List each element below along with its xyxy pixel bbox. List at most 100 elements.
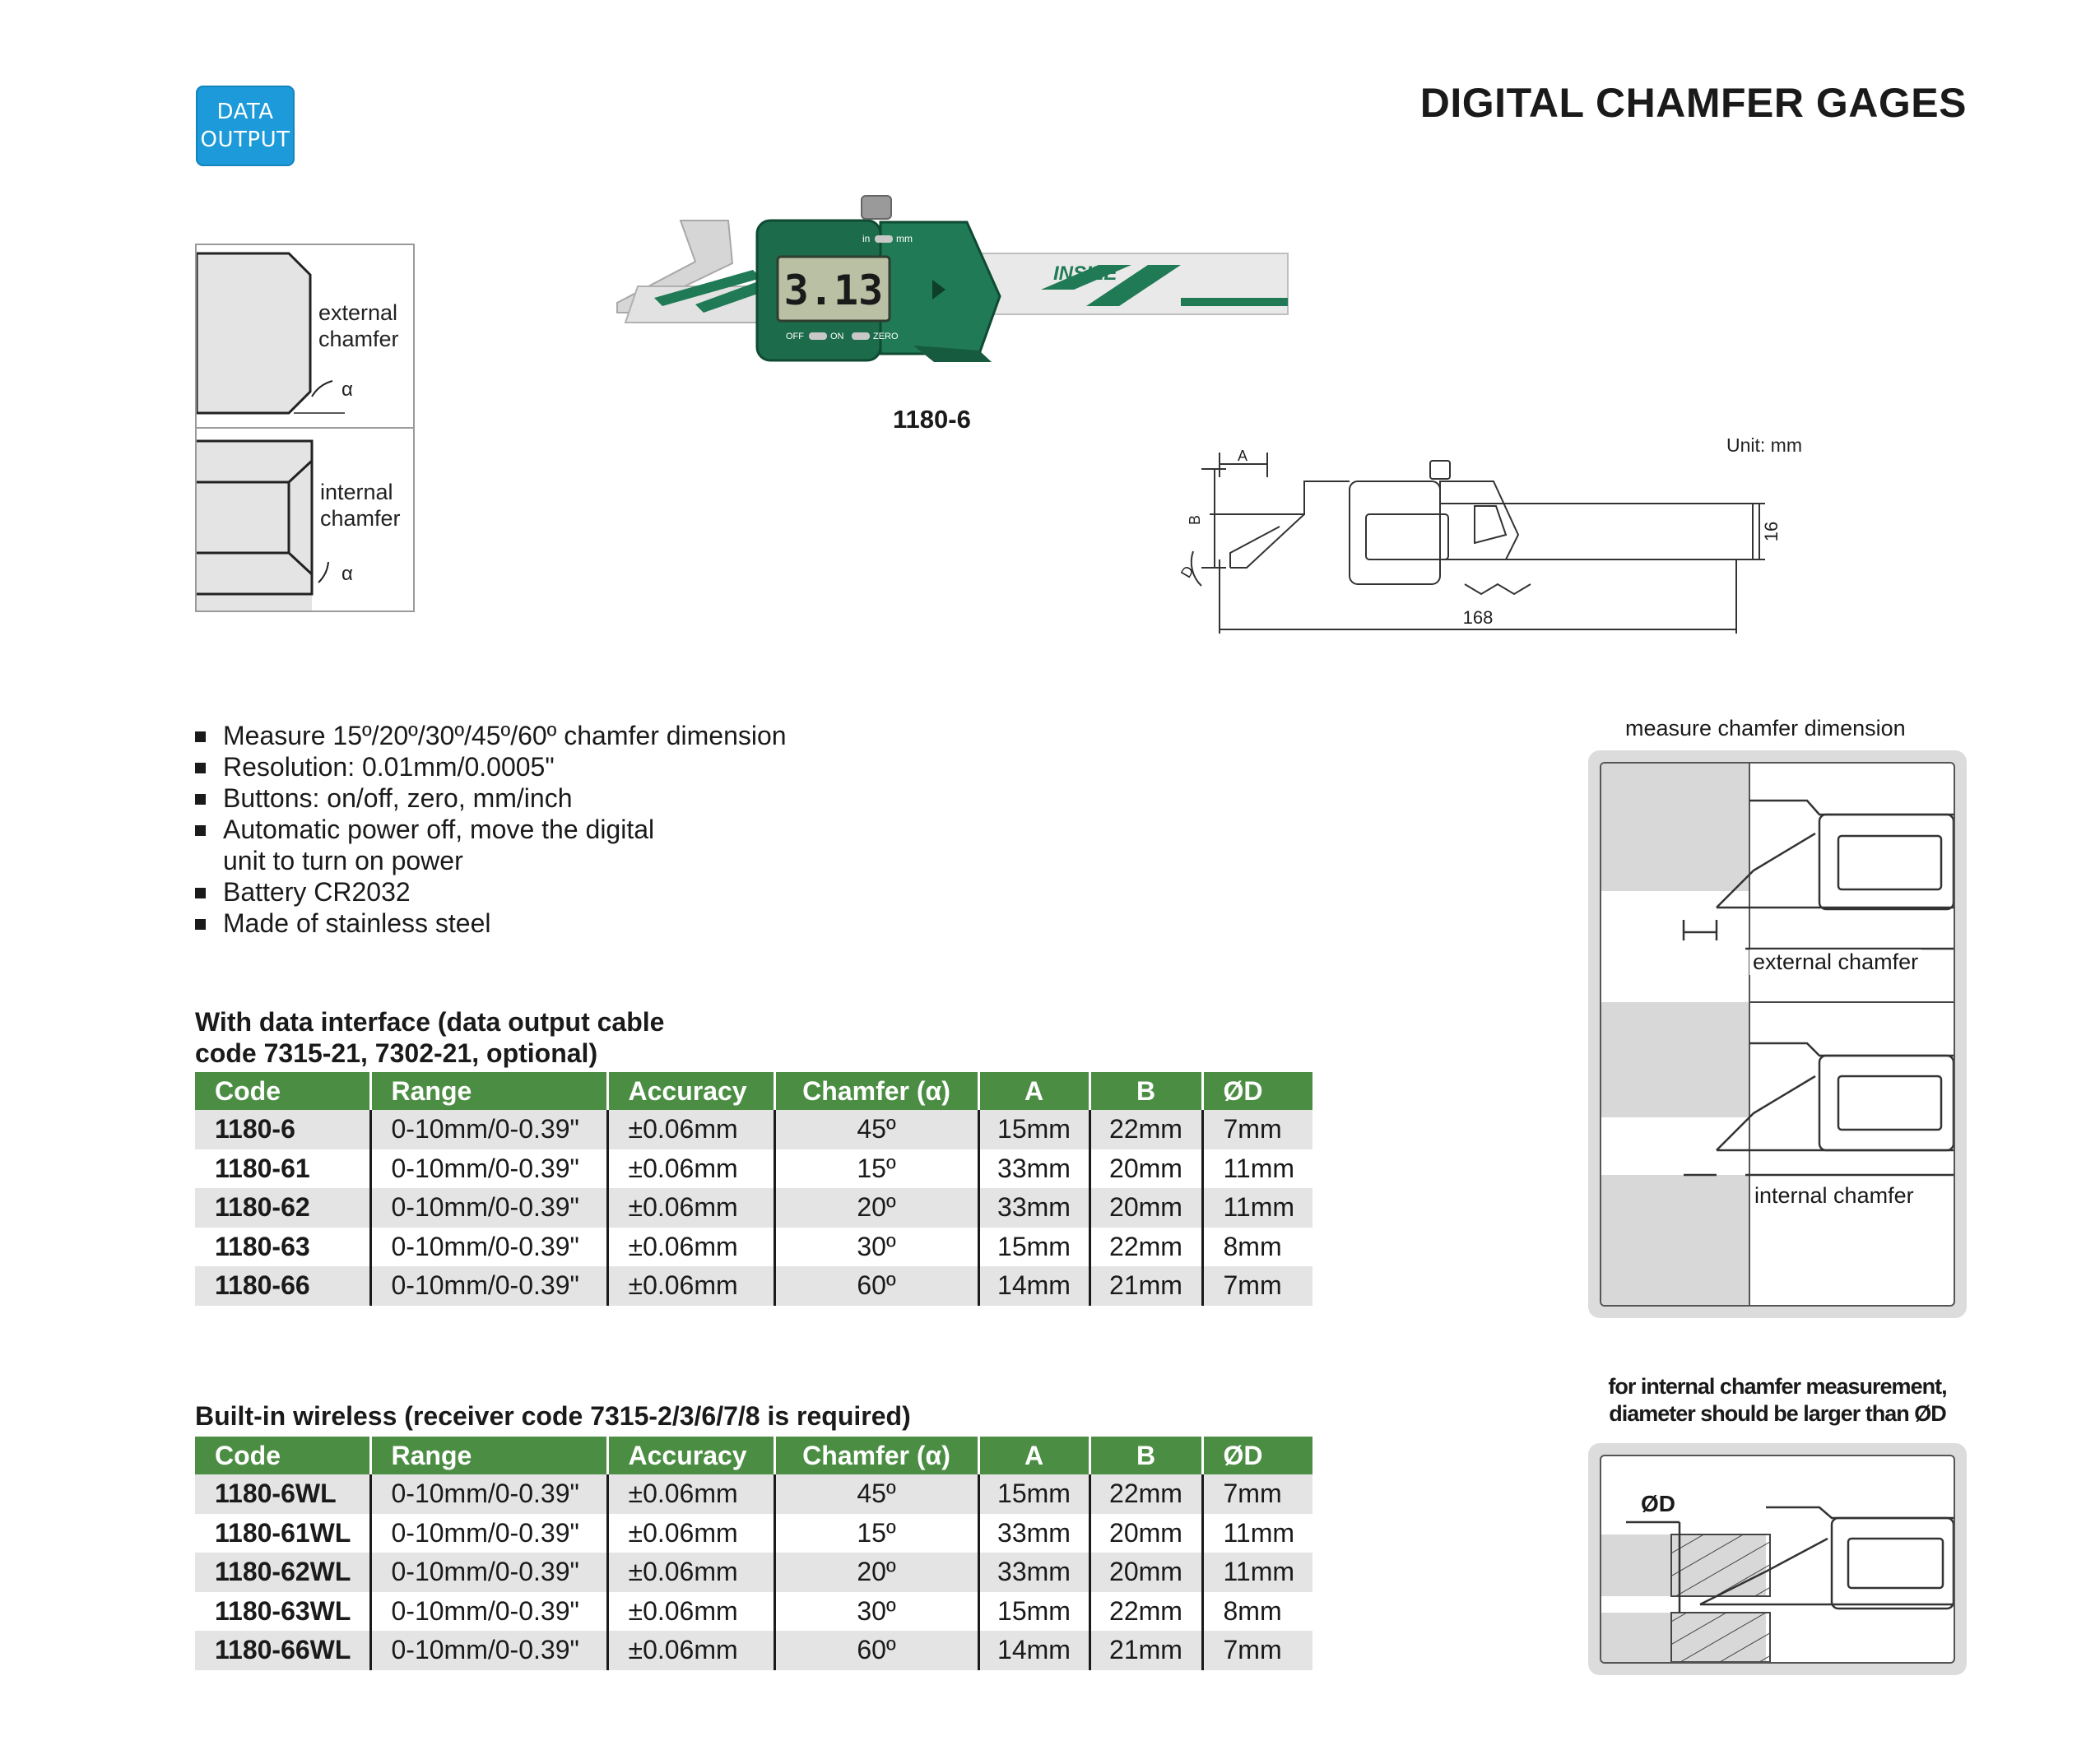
dim-length-label: 168 <box>1463 607 1494 628</box>
table-cell: 1180-61WL <box>195 1513 372 1553</box>
internal-chamfer-caption: internal chamfer <box>1751 1183 1917 1209</box>
header-code: Code <box>195 1437 372 1474</box>
diameter-note-line-2: diameter should be larger than ØD <box>1609 1401 1947 1426</box>
table-cell: 1180-66 <box>195 1266 372 1306</box>
feature-item: Resolution: 0.01mm/0.0005" <box>195 751 787 782</box>
table-cell: 0-10mm/0-0.39" <box>370 1591 609 1631</box>
on-label: ON <box>830 332 844 341</box>
header-diameter: ØD <box>1202 1437 1312 1474</box>
chamfer-key-diagram: external chamfer α internal chamfer α <box>195 244 415 612</box>
page-title: DIGITAL CHAMFER GAGES <box>1419 80 1967 126</box>
header-chamfer: Chamfer (α) <box>774 1072 980 1110</box>
table-cell: 60º <box>774 1631 980 1670</box>
table-cell: 0-10mm/0-0.39" <box>370 1553 609 1592</box>
header-range: Range <box>370 1437 609 1474</box>
external-label-line-1: external <box>318 300 398 325</box>
table-cell: 60º <box>774 1266 980 1306</box>
feature-item: Battery CR2032 <box>195 876 787 908</box>
table-cell: 15º <box>774 1513 980 1553</box>
external-chamfer-label: external chamfer <box>318 299 399 352</box>
table-cell: 0-10mm/0-0.39" <box>370 1266 609 1306</box>
table-cell: 22mm <box>1089 1110 1204 1149</box>
bullet-square-icon <box>195 794 206 805</box>
feature-item: Buttons: on/off, zero, mm/inch <box>195 782 787 814</box>
feature-text: unit to turn on power <box>223 846 463 875</box>
table-cell: 11mm <box>1202 1188 1312 1228</box>
table-cell: 0-10mm/0-0.39" <box>370 1227 609 1266</box>
table-cell: 0-10mm/0-0.39" <box>370 1188 609 1228</box>
table-cell: 33mm <box>978 1188 1091 1228</box>
feature-text: Made of stainless steel <box>223 908 491 938</box>
table-cell: 7mm <box>1202 1474 1312 1514</box>
header-a: A <box>978 1072 1091 1110</box>
table-cell: 0-10mm/0-0.39" <box>370 1110 609 1149</box>
table-cell: 22mm <box>1089 1474 1204 1514</box>
table-cell: 45º <box>774 1474 980 1514</box>
table-cell: 0-10mm/0-0.39" <box>370 1149 609 1188</box>
table-cell: ±0.06mm <box>607 1110 776 1149</box>
table-cell: 11mm <box>1223 1153 1295 1183</box>
table-cell: ±0.06mm <box>607 1631 776 1670</box>
feature-text: Buttons: on/off, zero, mm/inch <box>223 783 573 813</box>
play-arrow-icon <box>932 280 945 299</box>
feature-text: Measure 15º/20º/30º/45º/60º chamfer dime… <box>223 721 787 750</box>
alpha-symbol-external: α <box>341 378 353 401</box>
table-cell: 1180-63 <box>195 1227 372 1266</box>
table-cell: 1180-66WL <box>195 1631 372 1670</box>
zero-button <box>852 332 870 340</box>
switch-in-label: in <box>862 233 870 244</box>
table-cell: ±0.06mm <box>607 1553 776 1592</box>
switch-mm-label: mm <box>896 233 913 244</box>
table-cell: ±0.06mm <box>607 1149 776 1188</box>
bullet-square-icon <box>195 888 206 898</box>
off-label: OFF <box>786 332 804 341</box>
spec-table-wireless: Code Range Accuracy Chamfer (α) A B ØD 1… <box>195 1437 1312 1670</box>
bullet-square-icon <box>195 763 206 773</box>
table-cell: 8mm <box>1223 1595 1282 1626</box>
product-model-caption: 1180-6 <box>893 405 971 434</box>
badge-line-1: DATA <box>216 100 274 124</box>
table-cell: 8mm <box>1223 1231 1282 1261</box>
diameter-note-line-1: for internal chamfer measurement, <box>1608 1374 1947 1399</box>
header-accuracy: Accuracy <box>607 1072 776 1110</box>
table-cell: 20mm <box>1089 1149 1204 1188</box>
lcd-readout: 3.13 <box>784 267 883 314</box>
data-output-badge: DATA OUTPUT <box>196 86 295 166</box>
product-photo: 3.13 in mm OFF ON ZERO INSIZE <box>616 195 1289 362</box>
feature-item-continuation: unit to turn on power <box>195 845 787 876</box>
brand-logo: INSIZE <box>1053 262 1117 285</box>
on-off-button <box>809 332 827 340</box>
table-cell: 7mm <box>1202 1631 1312 1670</box>
header-b: B <box>1089 1437 1204 1474</box>
table-cell: 1180-61 <box>195 1149 372 1188</box>
header-chamfer: Chamfer (α) <box>774 1437 980 1474</box>
external-label-line-2: chamfer <box>318 327 399 351</box>
technical-drawing: A B D 16 168 <box>1178 448 1782 634</box>
table-cell: 30º <box>774 1227 980 1266</box>
mm-inch-button <box>875 235 893 243</box>
table-cell: 20mm <box>1089 1513 1204 1553</box>
table-cell: 1180-63WL <box>195 1591 372 1631</box>
unit-label: Unit: mm <box>1726 434 1802 456</box>
table-cell: 20mm <box>1089 1553 1204 1592</box>
table-cell: ±0.06mm <box>607 1474 776 1514</box>
header-accuracy: Accuracy <box>607 1437 776 1474</box>
zero-label: ZERO <box>873 332 899 341</box>
table-cell: 20º <box>774 1188 980 1228</box>
measure-chamfer-panel: external chamfer internal chamfer <box>1588 750 1967 1318</box>
measure-chamfer-illustration <box>1601 764 1954 1305</box>
table-cell: 11mm <box>1223 1517 1295 1548</box>
table-cell: 22mm <box>1089 1591 1204 1631</box>
header-diameter: ØD <box>1202 1072 1312 1110</box>
table-cell: 7mm <box>1202 1110 1312 1149</box>
feature-item: Measure 15º/20º/30º/45º/60º chamfer dime… <box>195 720 787 751</box>
table-cell: 15º <box>774 1149 980 1188</box>
table-cell: ±0.06mm <box>607 1188 776 1228</box>
dim-d-label: D <box>1178 563 1197 580</box>
diameter-note: for internal chamfer measurement, diamet… <box>1588 1373 1967 1428</box>
